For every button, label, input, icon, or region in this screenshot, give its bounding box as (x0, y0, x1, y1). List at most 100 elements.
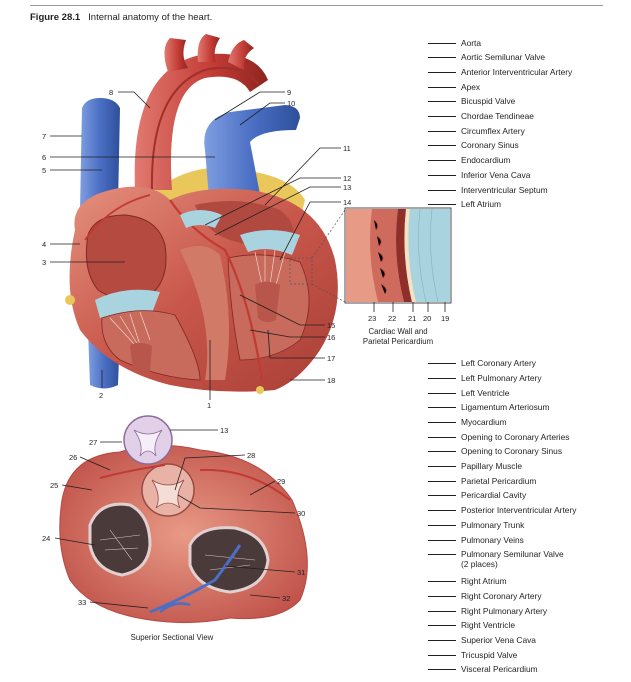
term-label: Pulmonary Veins (461, 535, 524, 545)
num-8: 8 (109, 88, 113, 97)
num-26: 26 (69, 453, 77, 462)
term-row: Pulmonary Semilunar Valve (2 places) (428, 549, 571, 573)
term-label: Left Atrium (461, 199, 502, 209)
term-row: Right Pulmonary Artery (428, 606, 631, 620)
term-row: Tricuspid Valve (428, 650, 631, 664)
term-label: Circumflex Artery (461, 126, 525, 136)
num-16: 16 (327, 333, 335, 342)
term-row: Right Ventricle (428, 620, 631, 634)
num-1: 1 (207, 401, 211, 410)
term-row: Parietal Pericardium (428, 476, 631, 490)
term-label: Myocardium (461, 417, 507, 427)
num-21: 21 (408, 314, 416, 323)
term-row: Coronary Sinus (428, 140, 631, 154)
term-label: Apex (461, 82, 481, 92)
figure-title: Internal anatomy of the heart. (88, 12, 213, 23)
num-30: 30 (297, 509, 305, 518)
term-label: Left Coronary Artery (461, 358, 536, 368)
term-row: Chordae Tendineae (428, 111, 631, 125)
term-label: Opening to Coronary Sinus (461, 446, 563, 456)
term-row: Myocardium (428, 417, 631, 431)
num-33: 33 (78, 598, 86, 607)
num-6: 6 (42, 153, 46, 162)
term-label: Right Coronary Artery (461, 591, 542, 601)
term-row: Papillary Muscle (428, 461, 631, 475)
term-row: Aortic Semilunar Valve (428, 52, 631, 66)
figure-label: Figure 28.1 (30, 12, 81, 23)
num-32: 32 (282, 594, 290, 603)
cardiac-wall-inset (344, 207, 452, 304)
term-row: Visceral Pericardium (428, 664, 631, 678)
term-row: Left Coronary Artery (428, 358, 631, 372)
parietal-pericardium-caption: Parietal Pericardium (363, 337, 433, 346)
num-28: 28 (247, 451, 255, 460)
term-row: Right Atrium (428, 576, 631, 590)
num-18: 18 (327, 376, 335, 385)
term-row: Opening to Coronary Arteries (428, 432, 631, 446)
num-25: 25 (50, 481, 58, 490)
num-5: 5 (42, 166, 46, 175)
term-label: Pulmonary Semilunar Valve (2 places) (461, 549, 564, 569)
term-row: Aorta (428, 38, 631, 52)
num-20: 20 (423, 314, 431, 323)
coronary-sinus (149, 544, 242, 614)
term-label: Aortic Semilunar Valve (461, 52, 546, 62)
term-label: Papillary Muscle (461, 461, 522, 471)
term-row: Anterior Interventricular Artery (428, 67, 631, 81)
term-row: Posterior Interventricular Artery (428, 505, 631, 519)
term-label: Left Ventricle (461, 388, 510, 398)
term-label: Interventricular Septum (461, 185, 548, 195)
term-label: Visceral Pericardium (461, 664, 538, 674)
term-row: Left Atrium (428, 199, 631, 213)
term-row: Opening to Coronary Sinus (428, 446, 631, 460)
term-label: Ligamentum Arteriosum (461, 402, 550, 412)
num-9: 9 (287, 88, 291, 97)
superior-view-caption: Superior Sectional View (131, 633, 214, 642)
superior-vena-cava (80, 98, 120, 210)
num-29: 29 (277, 477, 285, 486)
num-22: 22 (388, 314, 396, 323)
num-13: 13 (343, 183, 351, 192)
term-row: Ligamentum Arteriosum (428, 402, 631, 416)
term-label: Right Ventricle (461, 620, 515, 630)
num-19: 19 (441, 314, 449, 323)
aortic-arch (134, 53, 268, 190)
term-label: Opening to Coronary Arteries (461, 432, 570, 442)
cardiac-wall-caption: Cardiac Wall and (368, 327, 427, 336)
term-label: Pulmonary Trunk (461, 520, 525, 530)
num-10: 10 (287, 99, 295, 108)
interventricular-septum (180, 246, 229, 380)
num-4: 4 (42, 240, 46, 249)
term-label: Superior Vena Cava (461, 635, 536, 645)
num-24: 24 (42, 534, 50, 543)
term-label: Coronary Sinus (461, 140, 519, 150)
term-row: Left Ventricle (428, 388, 631, 402)
term-label: Right Atrium (461, 576, 507, 586)
term-row: Pulmonary Veins (428, 535, 631, 549)
term-row: Inferior Vena Cava (428, 170, 631, 184)
num-17: 17 (327, 354, 335, 363)
term-label: Tricuspid Valve (461, 650, 518, 660)
top-rule (30, 5, 603, 6)
zoom-lines (289, 209, 346, 303)
number-labels: 1 2 3 4 5 6 7 8 9 10 11 12 13 14 15 16 1… (42, 88, 449, 607)
num-2: 2 (99, 391, 103, 400)
num-11: 11 (343, 144, 351, 153)
num-3: 3 (42, 258, 46, 267)
figure-caption: Figure 28.1 Internal anatomy of the heart… (30, 12, 212, 23)
term-label: Chordae Tendineae (461, 111, 534, 121)
frontal-section (65, 34, 338, 394)
chordae-tendineae (109, 249, 286, 346)
term-row: Bicuspid Valve (428, 96, 631, 110)
term-label: Aorta (461, 38, 482, 48)
term-row: Circumflex Artery (428, 126, 631, 140)
tricuspid-opening (88, 502, 152, 577)
num-13-bottom: 13 (220, 426, 228, 435)
term-label: Posterior Interventricular Artery (461, 505, 577, 515)
term-label: Pericardial Cavity (461, 490, 527, 500)
term-row: Superior Vena Cava (428, 635, 631, 649)
superior-section (59, 415, 308, 624)
num-31: 31 (297, 568, 305, 577)
num-12: 12 (343, 174, 351, 183)
